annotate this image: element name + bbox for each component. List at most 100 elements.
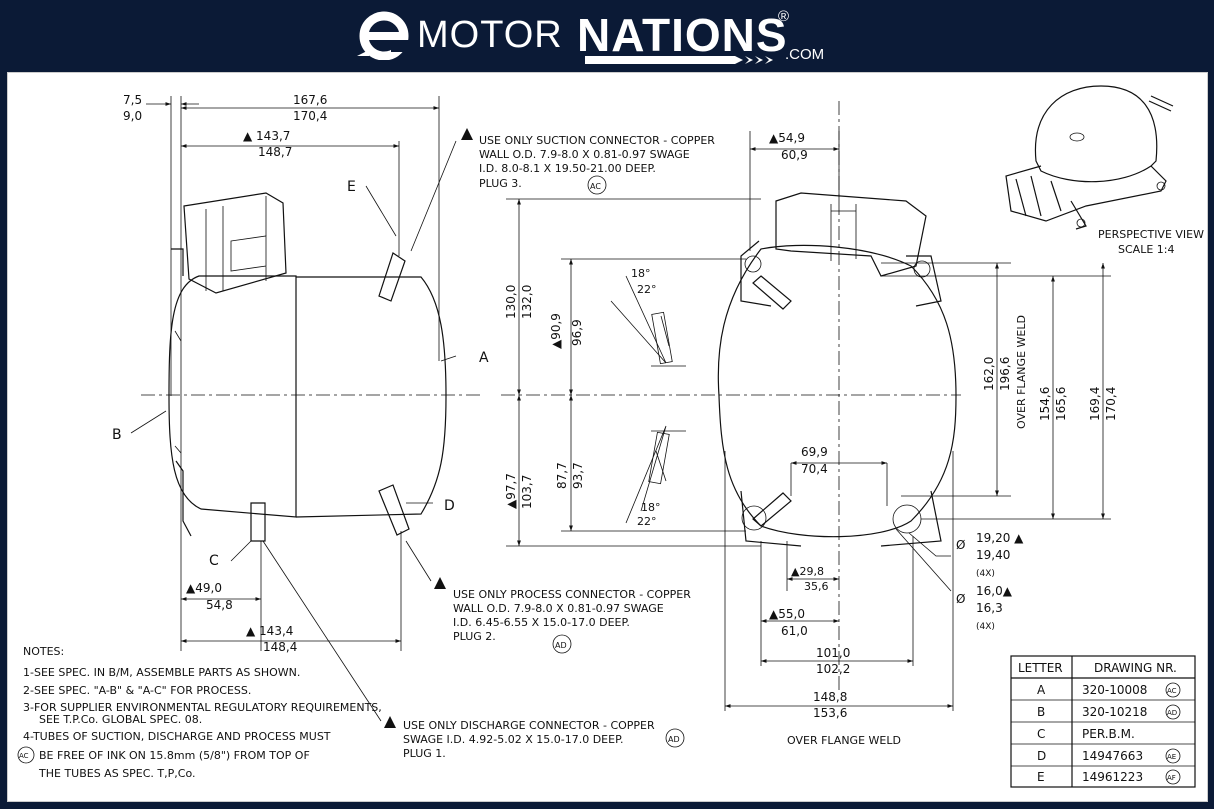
brand-name: NATIONS <box>577 9 788 61</box>
drawing-sheet: 7,5 9,0 167,6 170,4 ▲ 143,7 148,7 ▲49,0 … <box>7 72 1208 802</box>
table-row-number: 14947663 <box>1082 749 1143 763</box>
qty-4x: (4X) <box>976 622 995 632</box>
over-flange-weld-horizontal: OVER FLANGE WELD <box>787 734 901 747</box>
note-item: 4-TUBES OF SUCTION, DISCHARGE AND PROCES… <box>23 730 331 743</box>
dim-60-9: 60,9 <box>781 148 808 162</box>
triangle-icon <box>461 128 473 140</box>
label-b: B <box>112 427 122 443</box>
dim-130-0: 130,0 <box>504 285 518 319</box>
dim-61-0: 61,0 <box>781 624 808 638</box>
suction-note-line: I.D. 8.0-8.1 X 19.50-21.00 DEEP. <box>479 162 656 175</box>
dim-19-40: 19,40 <box>976 548 1010 562</box>
dim-167-6: 167,6 <box>293 93 327 107</box>
dim-16-3: 16,3 <box>976 601 1003 615</box>
dim-9-0: 9,0 <box>123 109 142 123</box>
notes-badge: AC <box>19 752 29 760</box>
brand-prefix: MOTOR <box>417 14 563 56</box>
dim-93-7: 93,7 <box>571 462 585 489</box>
dim-29-8: ▲29,8 <box>791 565 824 578</box>
dim-16-0: 16,0▲ <box>976 584 1013 598</box>
label-d: D <box>444 498 455 514</box>
table-row-letter: C <box>1037 727 1045 741</box>
table-header-drawing: DRAWING NR. <box>1094 661 1177 675</box>
angle-22: 22° <box>637 515 657 528</box>
table-row-letter: D <box>1037 749 1046 763</box>
perspective-view-label: PERSPECTIVE VIEW <box>1098 228 1204 241</box>
note-item: BE FREE OF INK ON 15.8mm (5/8") FROM TOP… <box>39 749 310 762</box>
right-top-view: ▲54,9 60,9 69,9 70,4 ▲29,8 35,6 ▲55,0 61… <box>717 101 1118 747</box>
dim-35-6: 35,6 <box>804 580 829 593</box>
dim-143-7: ▲ 143,7 <box>243 129 290 143</box>
dim-55-0: ▲55,0 <box>769 607 805 621</box>
process-note-line: WALL O.D. 7.9-8.0 X 0.81-0.97 SWAGE <box>453 602 664 615</box>
dim-162-0: 162,0 <box>982 357 996 391</box>
registered-mark: ® <box>778 8 790 25</box>
note-item: THE TUBES AS SPEC. T,P,Co. <box>38 767 196 780</box>
drawing-number-table: LETTER DRAWING NR. A 320-10008 AC B 320-… <box>1010 655 1196 788</box>
triangle-icon <box>434 577 446 589</box>
e-logo-icon <box>357 11 413 60</box>
dim-153-6: 153,6 <box>813 706 847 720</box>
label-a: A <box>479 350 489 366</box>
general-notes: NOTES: 1-SEE SPEC. IN B/M, ASSEMBLE PART… <box>17 645 382 780</box>
process-note-line: I.D. 6.45-6.55 X 15.0-17.0 DEEP. <box>453 616 630 629</box>
angle-18: 18° <box>641 501 661 514</box>
label-e: E <box>347 179 356 195</box>
table-row-number: 320-10218 <box>1082 705 1147 719</box>
dim-54-8: 54,8 <box>206 598 233 612</box>
table-row-badge: AE <box>1167 753 1176 761</box>
dim-148-8: 148,8 <box>813 690 847 704</box>
over-flange-weld-vertical: OVER FLANGE WELD <box>1015 315 1028 429</box>
table-row-letter: B <box>1037 705 1045 719</box>
dim-87-7: 87,7 <box>555 462 569 489</box>
dim-19-20: 19,20 ▲ <box>976 531 1024 545</box>
dim-132-0: 132,0 <box>520 285 534 319</box>
dim-103-7: 103,7 <box>520 475 534 509</box>
table-row-number: 14961223 <box>1082 770 1143 784</box>
suction-note: USE ONLY SUCTION CONNECTOR - COPPER WALL… <box>461 128 715 195</box>
speed-arrows-icon <box>585 56 773 64</box>
dim-7-5: 7,5 <box>123 93 142 107</box>
dim-102-2: 102,2 <box>816 662 850 676</box>
vertical-dimensions: 130,0 132,0 ▲90,9 96,9 ▲97,7 103,7 87,7 … <box>501 198 961 547</box>
suction-note-line: USE ONLY SUCTION CONNECTOR - COPPER <box>479 134 715 147</box>
process-note-line: USE ONLY PROCESS CONNECTOR - COPPER <box>453 588 691 601</box>
scale-label: SCALE 1:4 <box>1118 243 1174 256</box>
dim-143-4: ▲ 143,4 <box>246 624 293 638</box>
dim-90-9: ▲90,9 <box>549 313 563 349</box>
note-item: 3-FOR SUPPLIER ENVIRONMENTAL REGULATORY … <box>23 701 382 714</box>
label-c: C <box>209 553 219 569</box>
site-header: MOTOR NATIONS ® .COM <box>0 0 1214 70</box>
discharge-note: USE ONLY DISCHARGE CONNECTOR - COPPER SW… <box>384 716 685 760</box>
suction-note-line: PLUG 3. <box>479 177 522 190</box>
table-row-badge: AF <box>1167 774 1176 782</box>
dim-148-4: 148,4 <box>263 640 297 654</box>
angle-18: 18° <box>631 267 651 280</box>
process-note: USE ONLY PROCESS CONNECTOR - COPPER WALL… <box>434 577 691 654</box>
note-item: 1-SEE SPEC. IN B/M, ASSEMBLE PARTS AS SH… <box>23 666 300 679</box>
brand-suffix: .COM <box>785 46 825 63</box>
discharge-note-line: USE ONLY DISCHARGE CONNECTOR - COPPER <box>403 719 655 732</box>
note-item: 2-SEE SPEC. "A-B" & "A-C" FOR PROCESS. <box>23 684 251 697</box>
left-side-view: 7,5 9,0 167,6 170,4 ▲ 143,7 148,7 ▲49,0 … <box>112 93 489 722</box>
discharge-note-line: SWAGE I.D. 4.92-5.02 X 15.0-17.0 DEEP. <box>403 733 623 746</box>
suction-badge: AC <box>590 182 601 191</box>
perspective-view: PERSPECTIVE VIEW SCALE 1:4 <box>1005 85 1204 256</box>
notes-title: NOTES: <box>23 645 64 658</box>
dim-165-6: 165,6 <box>1054 387 1068 421</box>
qty-4x: (4X) <box>976 569 995 579</box>
dim-70-4: 70,4 <box>801 462 828 476</box>
dim-154-6: 154,6 <box>1038 387 1052 421</box>
dim-170-4: 170,4 <box>1104 387 1118 421</box>
suction-note-line: WALL O.D. 7.9-8.0 X 0.81-0.97 SWAGE <box>479 148 690 161</box>
dim-101-0: 101,0 <box>816 646 850 660</box>
dim-49-0: ▲49,0 <box>186 581 222 595</box>
table-row-badge: AC <box>1167 687 1177 695</box>
discharge-note-line: PLUG 1. <box>403 747 446 760</box>
dim-69-9: 69,9 <box>801 445 828 459</box>
dim-196-6: 196,6 <box>998 357 1012 391</box>
dim-96-9: 96,9 <box>570 319 584 346</box>
dim-54-9: ▲54,9 <box>769 131 805 145</box>
table-row-letter: A <box>1037 683 1046 697</box>
table-row-number: PER.B.M. <box>1082 727 1135 741</box>
